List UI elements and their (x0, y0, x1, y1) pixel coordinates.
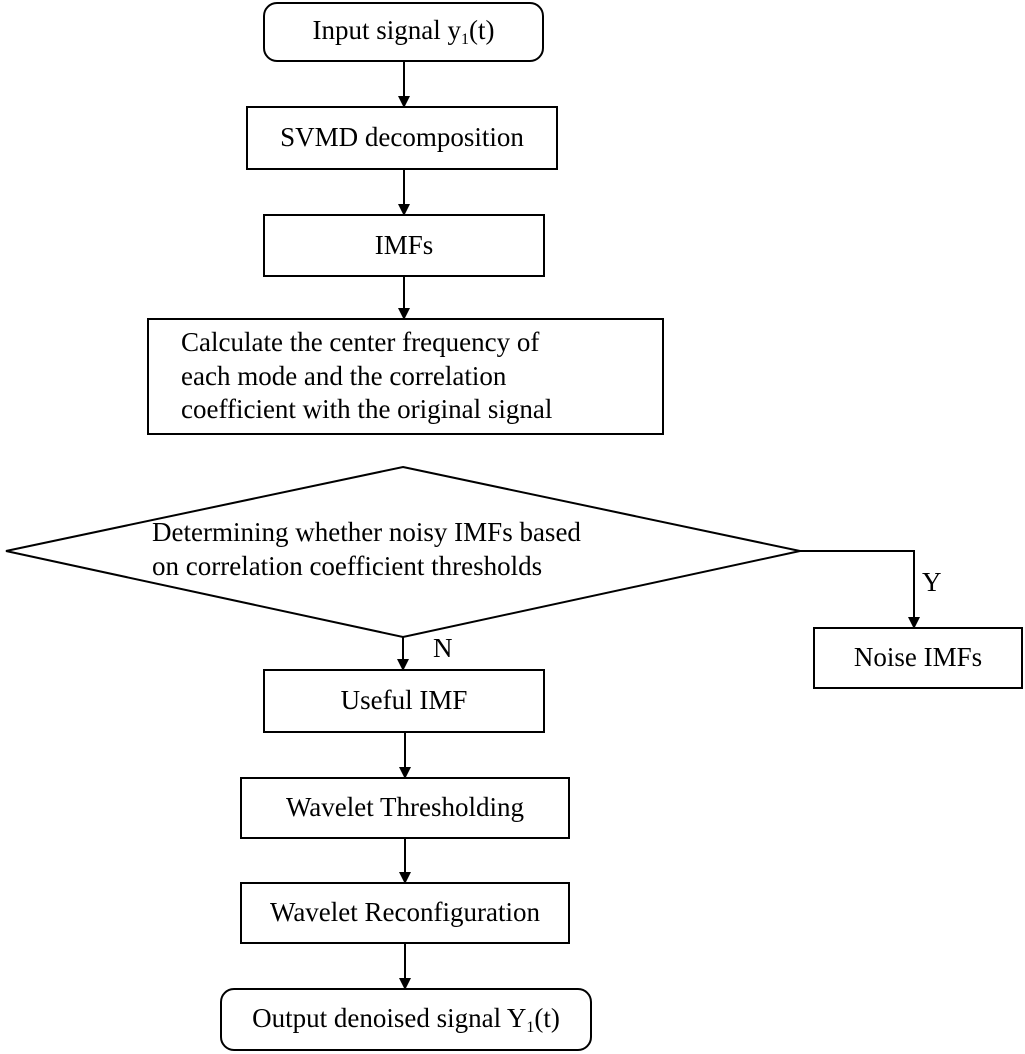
input-signal-node: Input signal y1(t) (263, 2, 544, 62)
useful-imf-text: Useful IMF (340, 685, 468, 716)
decision-line-2: on correlation coefficient thresholds (152, 550, 543, 581)
input-signal-text: Input signal y1(t) (312, 15, 495, 48)
imfs-text: IMFs (374, 229, 434, 260)
wavelet-thresholding-node: Wavelet Thresholding (240, 777, 570, 839)
svmd-decomposition-text: SVMD decomposition (280, 122, 524, 153)
decision-text: Determining whether noisy IMFs based on … (152, 516, 581, 584)
arrow-decision-to-noise (800, 550, 920, 629)
useful-imf-node: Useful IMF (263, 669, 545, 733)
svmd-decomposition-node: SVMD decomposition (246, 106, 558, 170)
calculate-node: Calculate the center frequency of each m… (147, 318, 664, 435)
no-label: N (433, 633, 453, 663)
wavelet-reconfiguration-node: Wavelet Reconfiguration (240, 882, 570, 944)
calculate-line-2: each mode and the correlation (181, 360, 507, 391)
calculate-line-3: coefficient with the original signal (181, 394, 553, 425)
wavelet-thresholding-text: Wavelet Thresholding (285, 792, 525, 823)
calculate-line-1: Calculate the center frequency of (181, 326, 540, 357)
imfs-node: IMFs (263, 214, 545, 277)
output-signal-text: Output denoised signal Y1(t) (252, 1002, 560, 1036)
noise-imfs-text: Noise IMFs (853, 642, 983, 673)
decision-line-1: Determining whether noisy IMFs based (152, 517, 581, 547)
output-signal-node: Output denoised signal Y1(t) (220, 988, 592, 1051)
noise-imfs-node: Noise IMFs (813, 627, 1023, 689)
wavelet-reconfiguration-text: Wavelet Reconfiguration (270, 897, 540, 928)
yes-label: Y (922, 567, 942, 597)
